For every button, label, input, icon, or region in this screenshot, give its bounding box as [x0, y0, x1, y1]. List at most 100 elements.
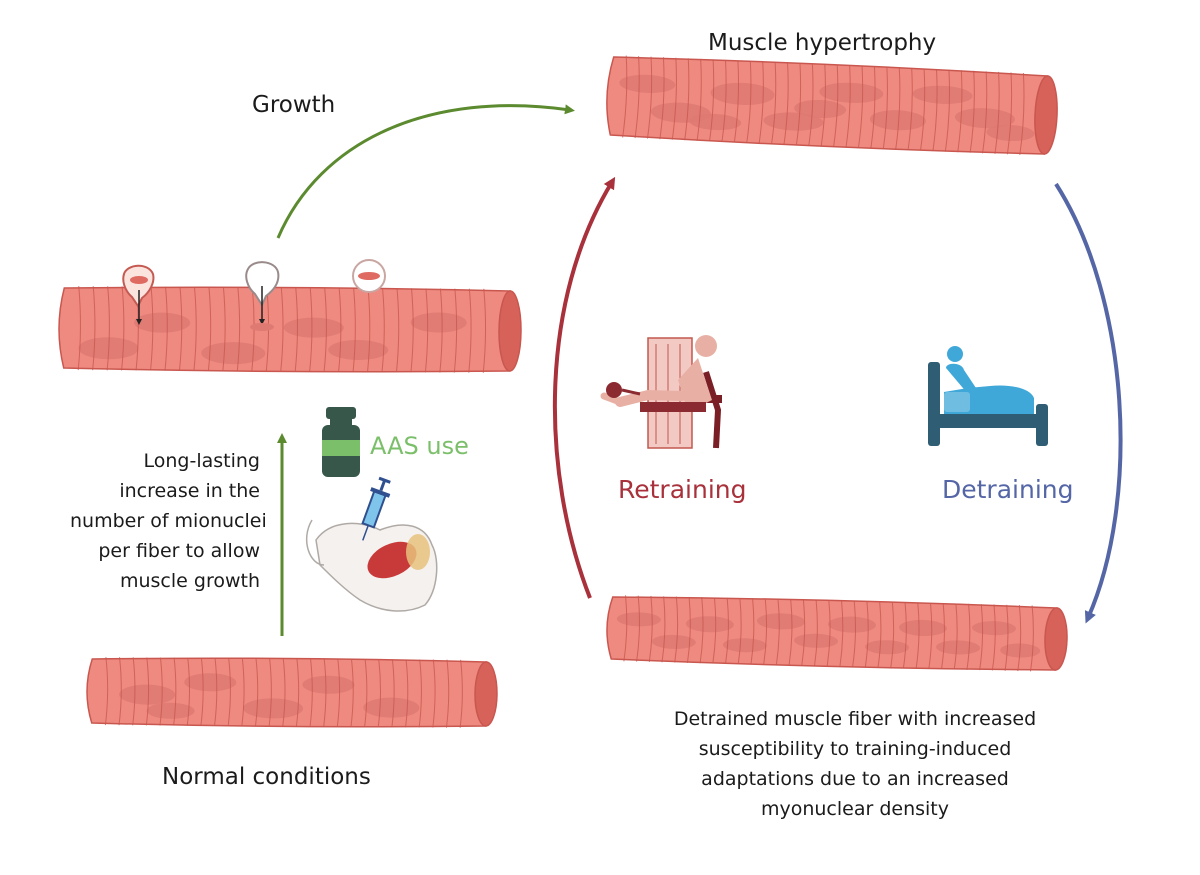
myonucleus [756, 613, 805, 630]
aas-use-label: AAS use [370, 432, 469, 460]
detraining-arrow [1054, 182, 1123, 624]
fiber-stripe [439, 288, 443, 373]
fiber-stripe [845, 65, 851, 148]
vial-icon [322, 407, 360, 477]
myonucleus [763, 112, 824, 131]
fiber-end [498, 290, 522, 372]
fiber-stripe [405, 659, 409, 728]
fiber-stripe [895, 67, 901, 150]
text-line: adaptations due to an increased [701, 768, 1009, 790]
fiber-stripe [92, 286, 96, 371]
text-line: myonuclear density [760, 798, 950, 820]
fiber-stripe [648, 595, 653, 663]
fiber-stripe [377, 659, 382, 728]
myonucleus [363, 697, 420, 718]
fiber-stripe [725, 597, 729, 664]
fiber-stripe [282, 658, 286, 727]
fiber-stripe [915, 602, 920, 669]
growth-label: Growth [252, 92, 336, 118]
fiber-stripe [771, 62, 777, 145]
fiber-stripe [336, 658, 341, 727]
text-line: Detrained muscle fiber with increased [673, 708, 1037, 730]
fiber-stripe [882, 66, 888, 149]
fiber-stripe [721, 59, 727, 142]
fiber-stripe [178, 286, 183, 371]
fiber-stripe [352, 287, 356, 372]
fiber-stripe [1019, 72, 1025, 155]
fiber-stripe [953, 603, 958, 670]
fiber-stripe [966, 603, 971, 670]
fiber-stripe [750, 598, 755, 665]
myonucleus [912, 85, 973, 104]
myonucleus [616, 612, 661, 627]
myonucleus [794, 99, 847, 119]
fiber-stripe [1004, 604, 1009, 671]
fiber-stripe [646, 56, 653, 139]
myonucleus [972, 621, 1017, 636]
fiber-stripe [636, 595, 640, 662]
fiber-stripe [991, 604, 996, 671]
fiber-stripe [634, 56, 640, 139]
myonucleus [243, 698, 304, 719]
fiber-stripe [254, 658, 259, 727]
retraining-person-icon [600, 335, 722, 449]
fiber-stripe [839, 600, 844, 667]
fiber-stripe [813, 599, 818, 667]
retraining-arrow [552, 176, 616, 599]
myonucleus [146, 702, 195, 719]
detrained-description: Detrained muscle fiber with increased su… [640, 704, 1070, 824]
fiber-stripe [808, 63, 814, 146]
text-line: Long-lasting [143, 450, 261, 472]
fiber-stripe [364, 659, 368, 728]
fiber-stripe [227, 657, 231, 727]
fiber-stripe [801, 599, 806, 666]
fiber-stripe [121, 286, 125, 371]
myonucleus [794, 633, 839, 648]
fiber-stripe [659, 57, 665, 140]
fiber-stripe [186, 657, 191, 726]
fiber-stripe [150, 286, 154, 371]
fiber-stripe [833, 64, 839, 147]
myonucleus [134, 312, 191, 333]
myonucleus [898, 619, 947, 636]
fiber-stripe [712, 597, 717, 664]
fiber-stripe [877, 601, 882, 668]
fiber-end [1034, 75, 1058, 155]
fiber-stripe [746, 60, 752, 144]
myonucleus [864, 640, 909, 655]
fiber-stripe [783, 62, 789, 145]
myonucleus [819, 82, 884, 103]
fiber-stripe [164, 286, 168, 371]
fiber-stripe [733, 60, 740, 143]
fiber-stripe [661, 596, 666, 663]
fiber-stripe [268, 658, 272, 727]
fiber-stripe [684, 58, 690, 141]
fiber-stripe [890, 601, 895, 668]
myonucleus [201, 342, 266, 365]
fiber-stripe [193, 286, 197, 371]
fiber-stripe [622, 55, 628, 138]
text-line: muscle growth [119, 570, 260, 592]
myonucleus [328, 339, 389, 360]
fiber-stripe [870, 66, 876, 149]
fiber-stripe [969, 70, 975, 153]
fiber-stripe [350, 658, 354, 728]
myonucleus [827, 616, 876, 633]
fiber-stripe [200, 657, 204, 726]
fiber-stripe [795, 63, 802, 146]
fiber-stripe [418, 659, 422, 728]
myonucleus [722, 638, 767, 653]
myonucleus [619, 74, 676, 93]
fiber-stripe [295, 658, 300, 727]
fiber-stripe [323, 287, 327, 372]
fiber-stripe [381, 288, 385, 373]
fiber-stripe [391, 659, 395, 728]
fiber-stripe [788, 599, 793, 666]
fiber-stripe [763, 598, 768, 665]
retraining-label: Retraining [618, 475, 747, 504]
fiber-stripe [979, 604, 984, 671]
fiber-stripe [145, 657, 150, 726]
text-line: susceptibility to training-induced [698, 738, 1012, 760]
fiber-stripe [944, 69, 951, 152]
fiber-stripe [623, 595, 628, 662]
